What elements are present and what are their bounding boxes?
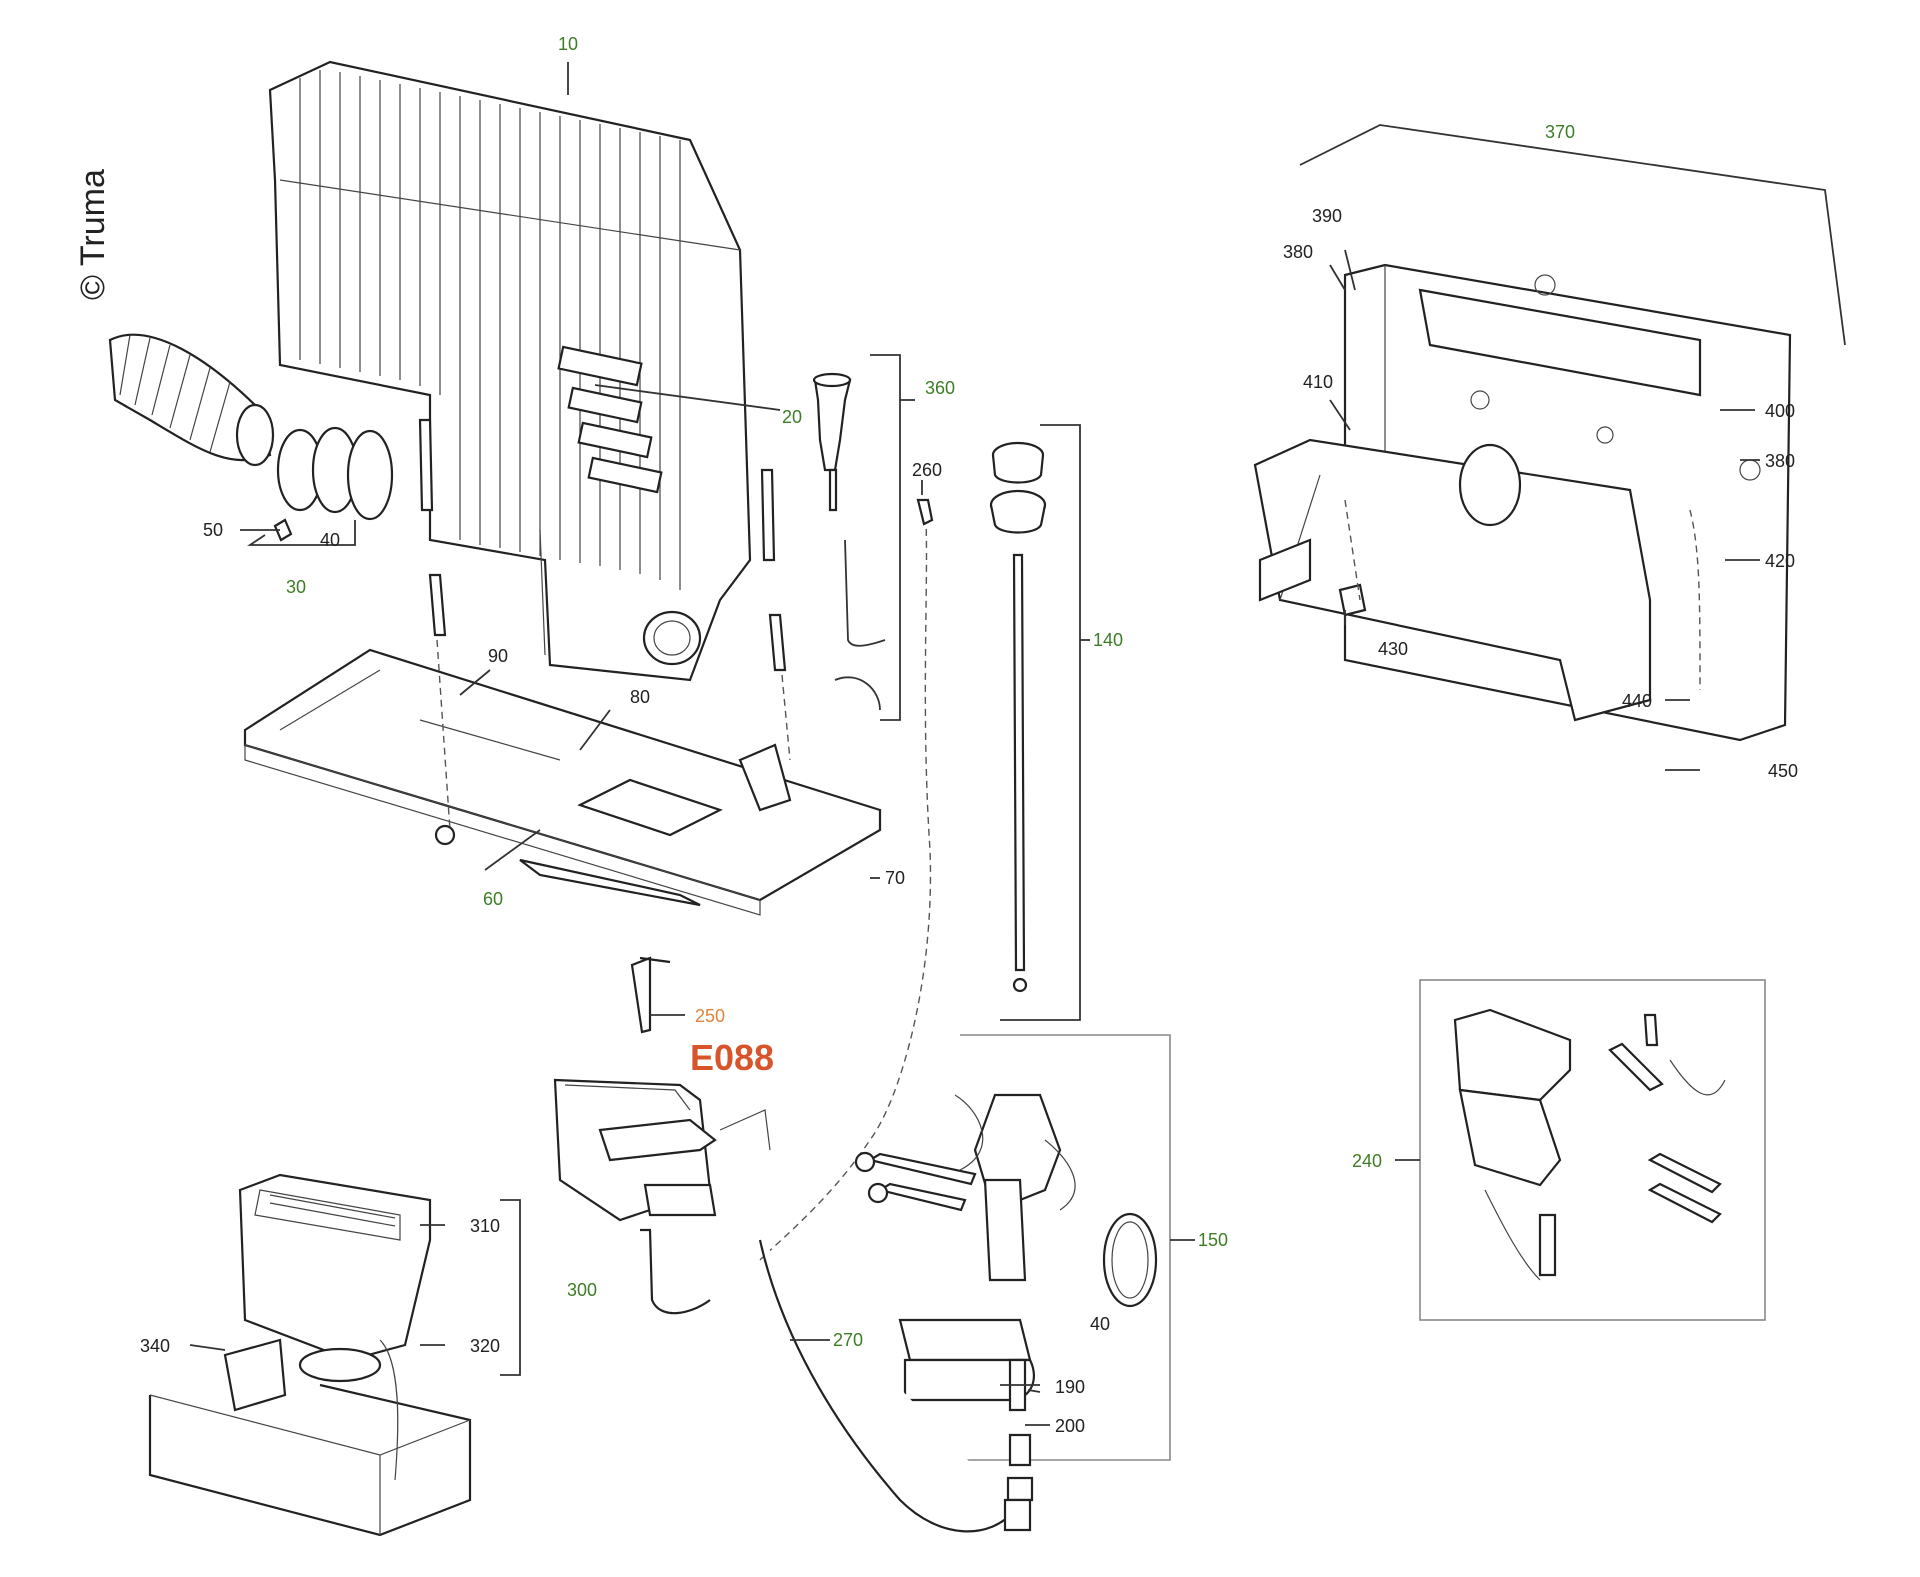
label-300: 300 <box>567 1280 597 1300</box>
label-310: 310 <box>470 1216 500 1236</box>
label-70: 70 <box>885 868 905 888</box>
label-450: 450 <box>1768 761 1798 781</box>
label-430: 430 <box>1378 639 1408 659</box>
inset-box-240 <box>1419 979 1766 1321</box>
clamp-rings <box>273 426 394 542</box>
code-label-e088: E088 <box>690 1037 774 1078</box>
thermocouple-rod <box>989 441 1047 993</box>
gas-valve <box>854 1034 1171 1502</box>
label-200: 200 <box>1055 1416 1085 1436</box>
copyright-text: © Truma <box>74 169 112 300</box>
label-360-group: 360 <box>925 378 955 398</box>
piezo-igniter <box>812 372 886 711</box>
label-380-right: 380 <box>1765 451 1795 471</box>
bracket-300 <box>500 1199 521 1376</box>
label-390: 390 <box>1312 206 1342 226</box>
label-80: 80 <box>630 687 650 707</box>
heater-bolts <box>418 418 791 831</box>
base-plate <box>243 648 882 916</box>
label-90: 90 <box>488 646 508 666</box>
label-440: 440 <box>1622 691 1652 711</box>
label-240: 240 <box>1352 1151 1382 1171</box>
label-410: 410 <box>1303 372 1333 392</box>
label-10: 10 <box>558 34 578 54</box>
label-190: 190 <box>1055 1377 1085 1397</box>
label-150: 150 <box>1198 1230 1228 1250</box>
label-40-ring: 40 <box>320 530 340 550</box>
label-20: 20 <box>782 407 802 427</box>
label-30: 30 <box>286 577 306 597</box>
gas-pipe-270 <box>758 1239 1016 1533</box>
bracket-360 <box>870 354 901 721</box>
leader-lines <box>189 62 1760 1426</box>
heater-body <box>268 60 752 682</box>
label-140: 140 <box>1093 630 1123 650</box>
burner-insert <box>553 956 771 1315</box>
label-270: 270 <box>833 1330 863 1350</box>
label-370: 370 <box>1545 122 1575 142</box>
label-380-left: 380 <box>1283 242 1313 262</box>
cable-260 <box>759 504 932 1261</box>
label-420: 420 <box>1765 551 1795 571</box>
label-250: 250 <box>695 1006 725 1026</box>
label-50: 50 <box>203 520 223 540</box>
label-60: 60 <box>483 889 503 909</box>
label-40-oring: 40 <box>1090 1314 1110 1334</box>
mounting-frame <box>1253 263 1792 742</box>
label-320: 320 <box>470 1336 500 1356</box>
exhaust-hose <box>108 333 275 467</box>
cover-housing <box>148 1173 472 1537</box>
label-260: 260 <box>912 460 942 480</box>
label-340: 340 <box>140 1336 170 1356</box>
label-400: 400 <box>1765 401 1795 421</box>
bracket-370 <box>1299 124 1846 346</box>
bracket-140 <box>1000 424 1081 1021</box>
